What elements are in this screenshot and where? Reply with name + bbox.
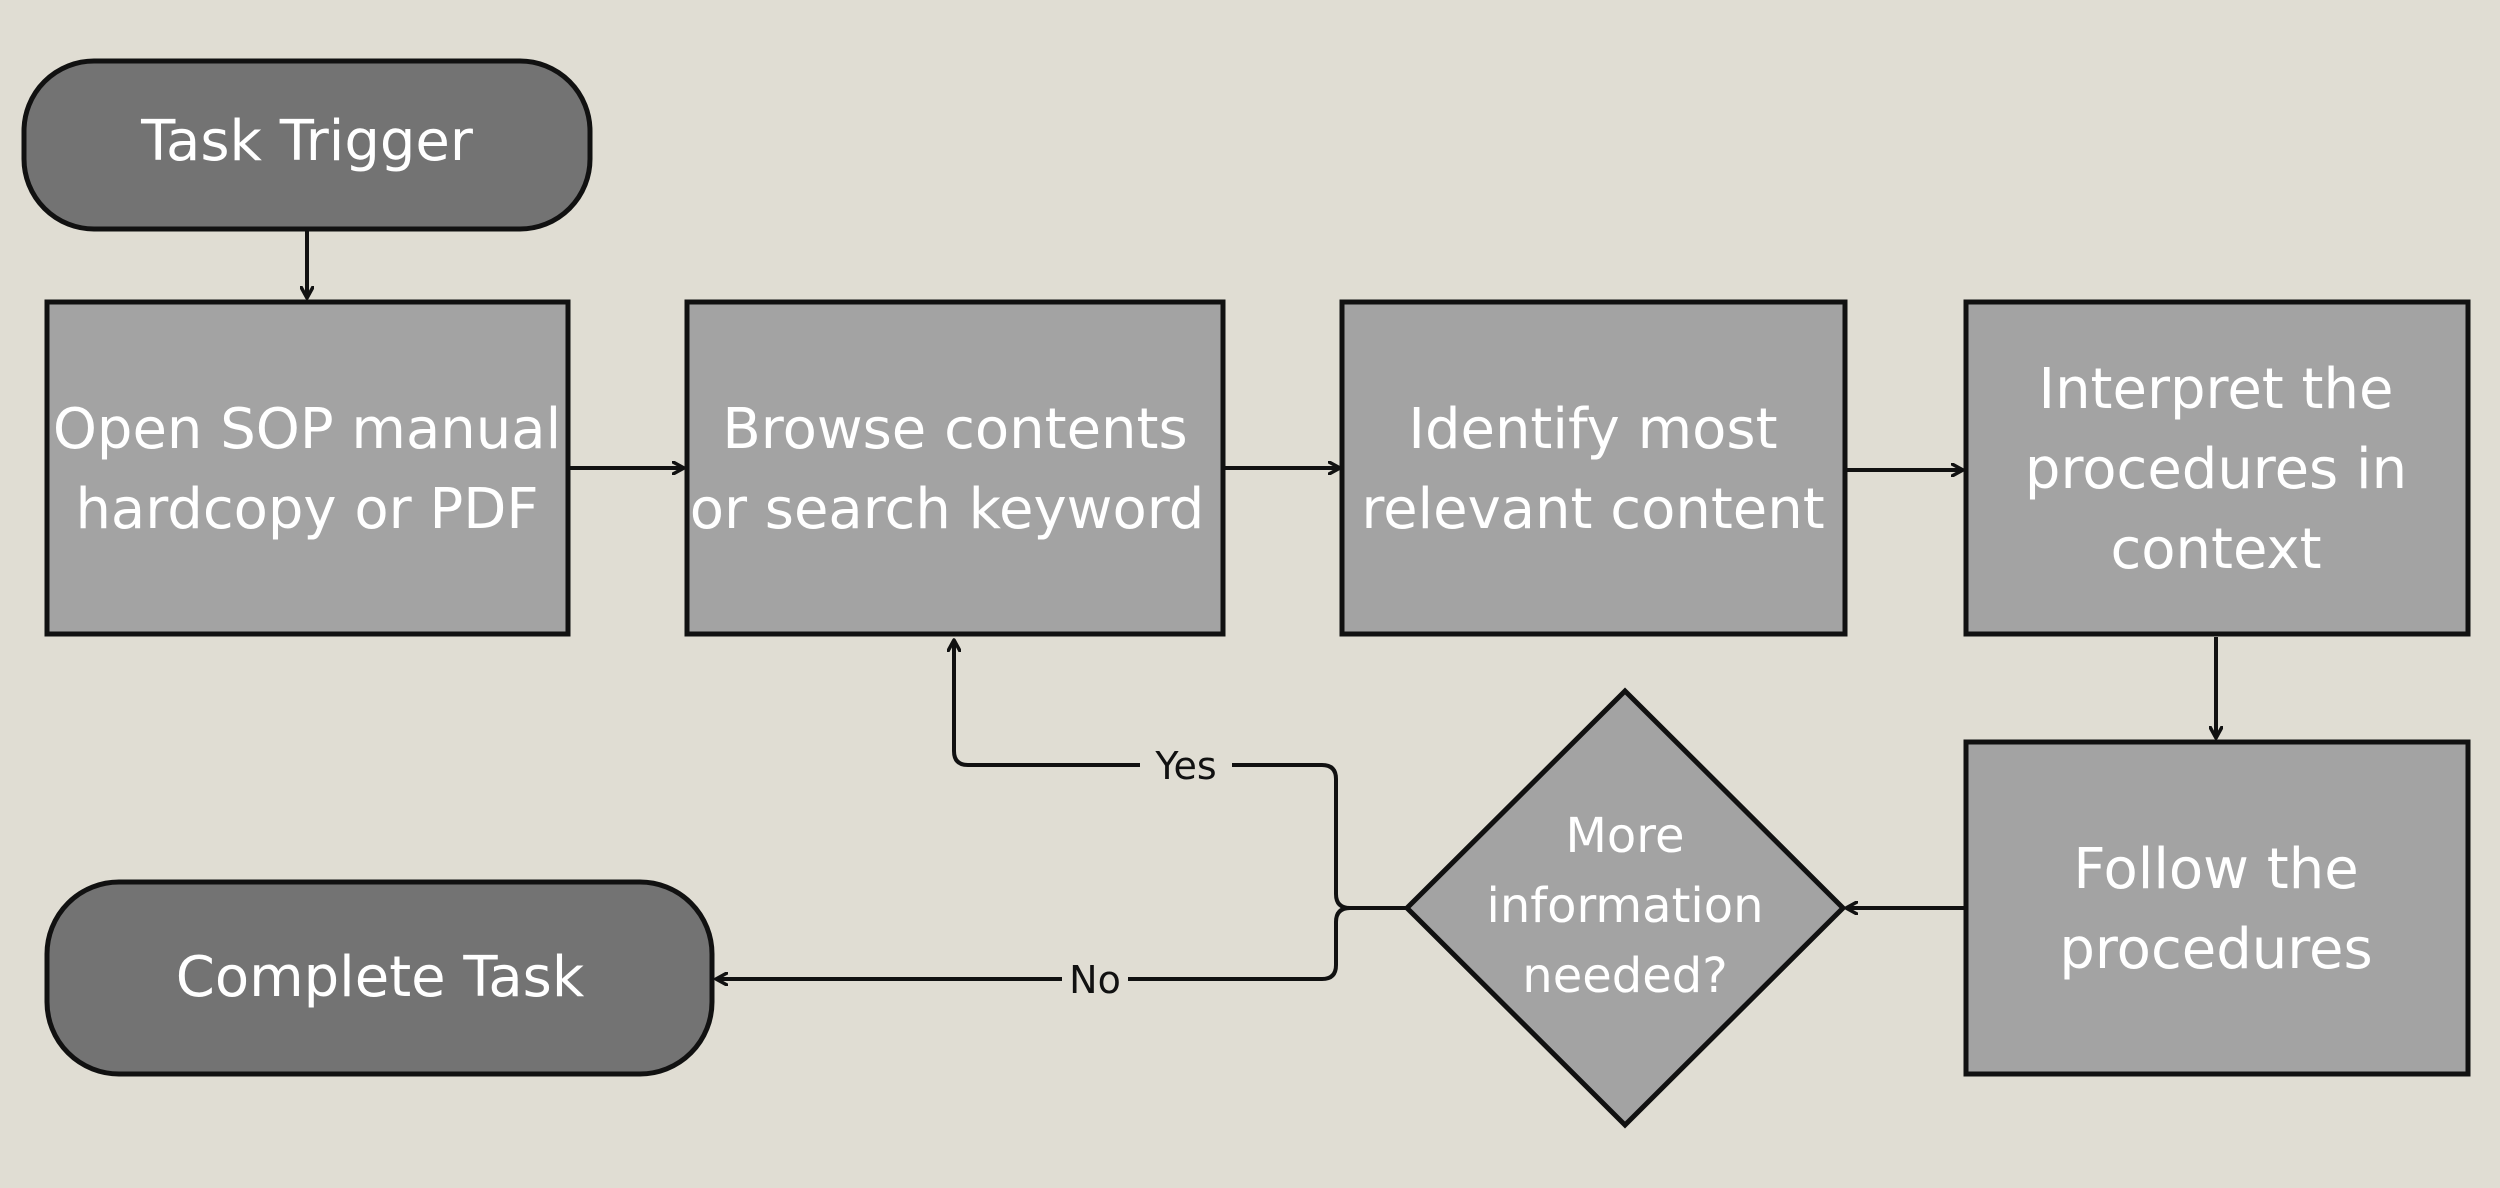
decision-shape — [1403, 687, 1847, 1129]
open-manual-line2: hardcopy or PDF — [75, 477, 538, 542]
terminal-shape — [21, 58, 593, 232]
interpret-line3: context — [2110, 517, 2321, 582]
process-shape — [1963, 299, 2471, 637]
edge-decision-no-to-complete — [716, 906, 1406, 979]
process-shape — [1339, 299, 1848, 637]
identify-line1: Identify most — [1408, 397, 1777, 462]
interpret-line1: Interpret the — [2039, 357, 2394, 422]
open-manual-line1: Open SOP manual — [53, 397, 561, 462]
yes-label-bg — [1140, 740, 1232, 790]
task-trigger-label: Task Trigger — [140, 109, 474, 174]
node-decision: More information needed? — [1403, 687, 1847, 1129]
terminal-shape — [44, 879, 715, 1077]
process-shape — [1963, 739, 2471, 1077]
node-complete-task: Complete Task — [44, 879, 715, 1077]
follow-line1: Follow the — [2073, 837, 2358, 902]
node-task-trigger: Task Trigger — [21, 58, 593, 232]
process-shape — [44, 299, 571, 637]
no-label: No — [1069, 958, 1121, 1002]
node-browse: Browse contents or search keyword — [684, 299, 1226, 637]
node-identify: Identify most relevant content — [1339, 299, 1848, 637]
follow-line2: procedures — [2059, 917, 2372, 982]
connectors — [307, 230, 2216, 979]
yes-label: Yes — [1154, 744, 1216, 788]
browse-line1: Browse contents — [722, 397, 1187, 462]
no-label-bg — [1062, 954, 1128, 1004]
decision-line2: information — [1486, 878, 1763, 934]
node-interpret: Interpret the procedures in context — [1963, 299, 2471, 637]
decision-line3: needed? — [1522, 948, 1727, 1004]
identify-line2: relevant content — [1361, 477, 1824, 542]
node-open-manual: Open SOP manual hardcopy or PDF — [44, 299, 571, 637]
complete-task-label: Complete Task — [176, 945, 585, 1010]
node-follow: Follow the procedures — [1963, 739, 2471, 1077]
browse-line2: or search keyword — [690, 477, 1205, 542]
interpret-line2: procedures in — [2025, 437, 2407, 502]
decision-line1: More — [1566, 808, 1685, 864]
process-shape — [684, 299, 1226, 637]
edge-decision-yes-to-browse — [954, 640, 1406, 910]
